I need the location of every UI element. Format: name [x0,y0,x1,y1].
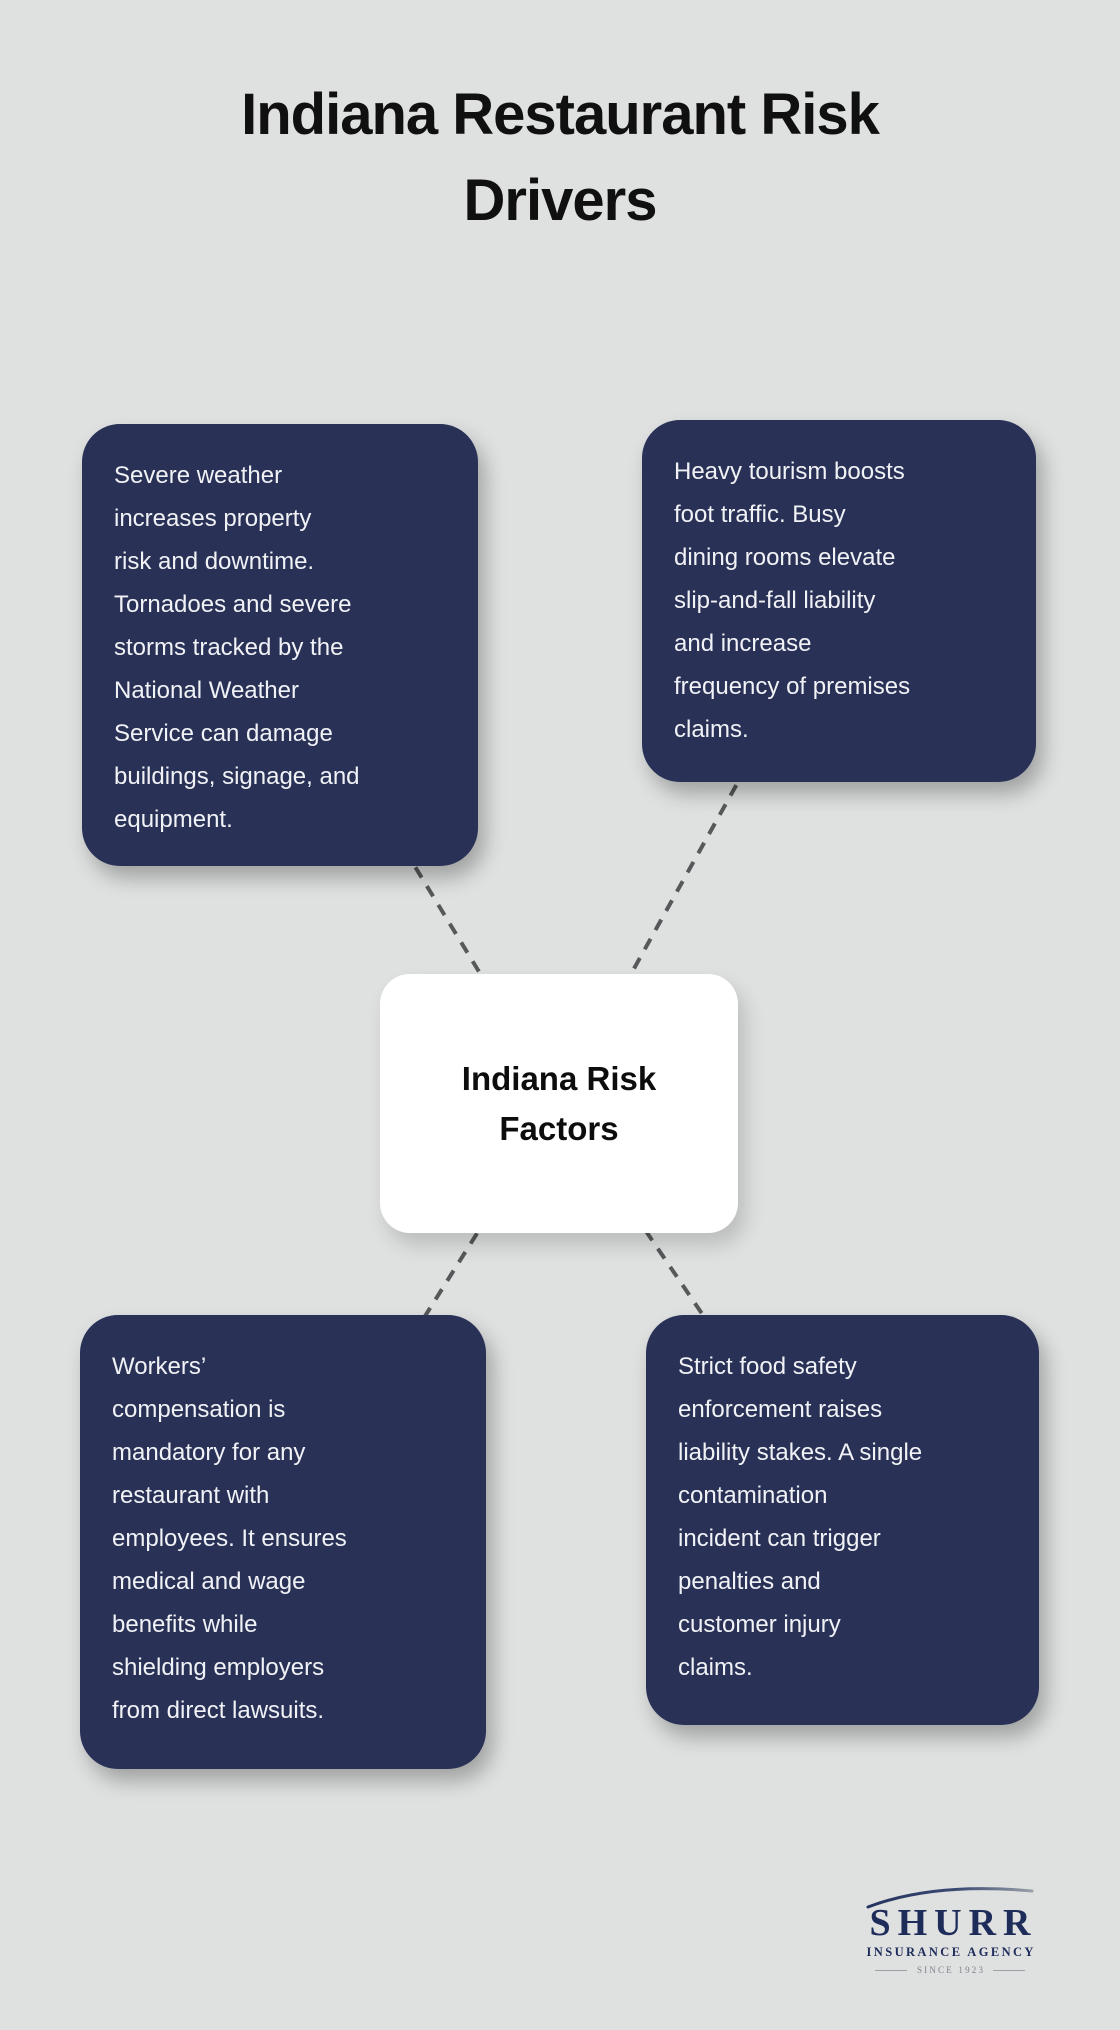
card-severe-weather: Severe weather increases property risk a… [82,424,478,866]
logo-name: SHURR [869,1902,1038,1944]
logo-tagline-text: SINCE 1923 [916,1965,986,1975]
card-workers-compensation: Workers’ compensation is mandatory for a… [80,1315,486,1769]
card-food-safety: Strict food safety enforcement raises li… [646,1315,1039,1725]
card-tourism-foot-traffic: Heavy tourism boosts foot traffic. Busy … [642,420,1036,782]
center-node-label: Indiana Risk Factors [461,1059,657,1147]
page-title: Indiana Restaurant Risk Drivers [241,82,880,233]
center-node: Indiana Risk Factors [380,974,738,1233]
card-workers-compensation-text: Workers’ compensation is mandatory for a… [112,1353,347,1724]
logo-subtitle: INSURANCE AGENCY [866,1945,1036,1959]
brand-logo: SHURR INSURANCE AGENCY SINCE 1923 [860,1880,1040,1975]
logo-tagline: SINCE 1923 [874,1965,1026,1975]
card-tourism-foot-traffic-text: Heavy tourism boosts foot traffic. Busy … [674,458,911,743]
card-severe-weather-text: Severe weather increases property risk a… [114,462,360,833]
tagline-rule-left [874,1969,907,1971]
card-food-safety-text: Strict food safety enforcement raises li… [678,1353,923,1681]
tagline-rule-right [993,1969,1026,1971]
logo-swoosh-icon [866,1887,1034,1909]
